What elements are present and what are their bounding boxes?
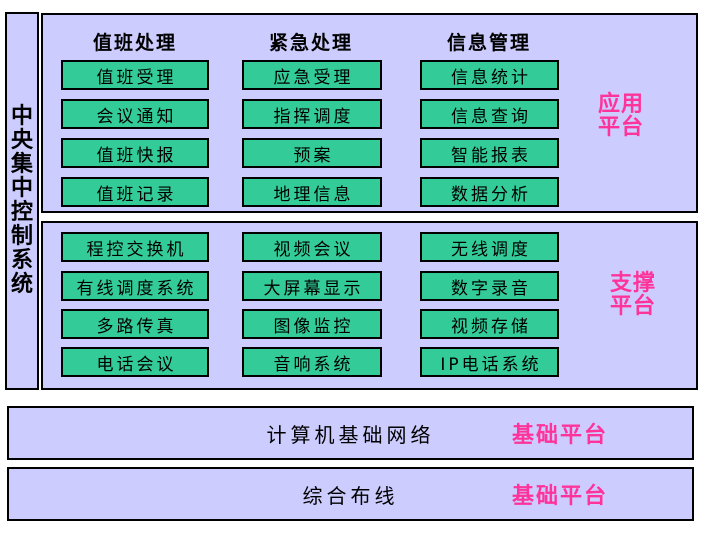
central-control-system-label: 中央集中控制系统 — [10, 104, 33, 297]
module-button: 信息查询 — [420, 99, 559, 129]
module-button: 地理信息 — [242, 177, 382, 207]
module-button: 有线调度系统 — [61, 271, 209, 301]
base-platform-network-box: 计算机基础网络 基础平台 — [7, 406, 694, 460]
module-button: 值班受理 — [61, 60, 209, 90]
module-button: 数据分析 — [420, 177, 559, 207]
column-header-duty-handling: 值班处理 — [92, 32, 178, 54]
base-platform-label: 基础平台 — [512, 484, 609, 509]
base-platform-network-title: 计算机基础网络 — [266, 422, 435, 447]
support-platform-box: 程控交换机 有线调度系统 多路传真 电话会议 视频会议 大屏幕显示 图像监控 音… — [41, 221, 698, 390]
module-button: 预案 — [242, 138, 382, 168]
module-button: 视频存储 — [420, 309, 559, 339]
column-header-information-management: 信息管理 — [446, 32, 532, 54]
application-platform-label-line2: 平台 — [598, 115, 645, 140]
support-platform-label: 支撑 平台 — [610, 272, 656, 318]
module-button: 值班快报 — [61, 138, 209, 168]
application-platform-label: 应用 平台 — [598, 93, 644, 139]
module-button: 信息统计 — [420, 60, 559, 90]
module-button: 程控交换机 — [61, 232, 209, 262]
module-button: 会议通知 — [61, 99, 209, 129]
base-platform-cabling-title: 综合布线 — [302, 483, 399, 508]
central-control-system-bar: 中央集中控制系统 — [5, 12, 39, 390]
base-platform-label: 基础平台 — [512, 423, 609, 448]
module-button: 数字录音 — [420, 271, 559, 301]
module-button: 图像监控 — [242, 309, 382, 339]
support-platform-label-line2: 平台 — [610, 294, 657, 319]
application-platform-box: 值班处理 紧急处理 信息管理 值班受理 会议通知 值班快报 值班记录 应急受理 … — [41, 13, 698, 213]
module-button: 大屏幕显示 — [242, 271, 382, 301]
module-button: 应急受理 — [242, 60, 382, 90]
base-platform-cabling-box: 综合布线 基础平台 — [7, 467, 694, 521]
module-button: 多路传真 — [61, 309, 209, 339]
column-header-emergency-handling: 紧急处理 — [268, 32, 354, 54]
support-platform-label-line1: 支撑 — [610, 271, 657, 296]
module-button: 无线调度 — [420, 232, 559, 262]
module-button: 智能报表 — [420, 138, 559, 168]
module-button: 电话会议 — [61, 347, 209, 377]
module-button: 值班记录 — [61, 177, 209, 207]
module-button: 指挥调度 — [242, 99, 382, 129]
application-platform-label-line1: 应用 — [598, 92, 645, 117]
module-button: 视频会议 — [242, 232, 382, 262]
module-button: IP电话系统 — [420, 347, 559, 377]
module-button: 音响系统 — [242, 347, 382, 377]
